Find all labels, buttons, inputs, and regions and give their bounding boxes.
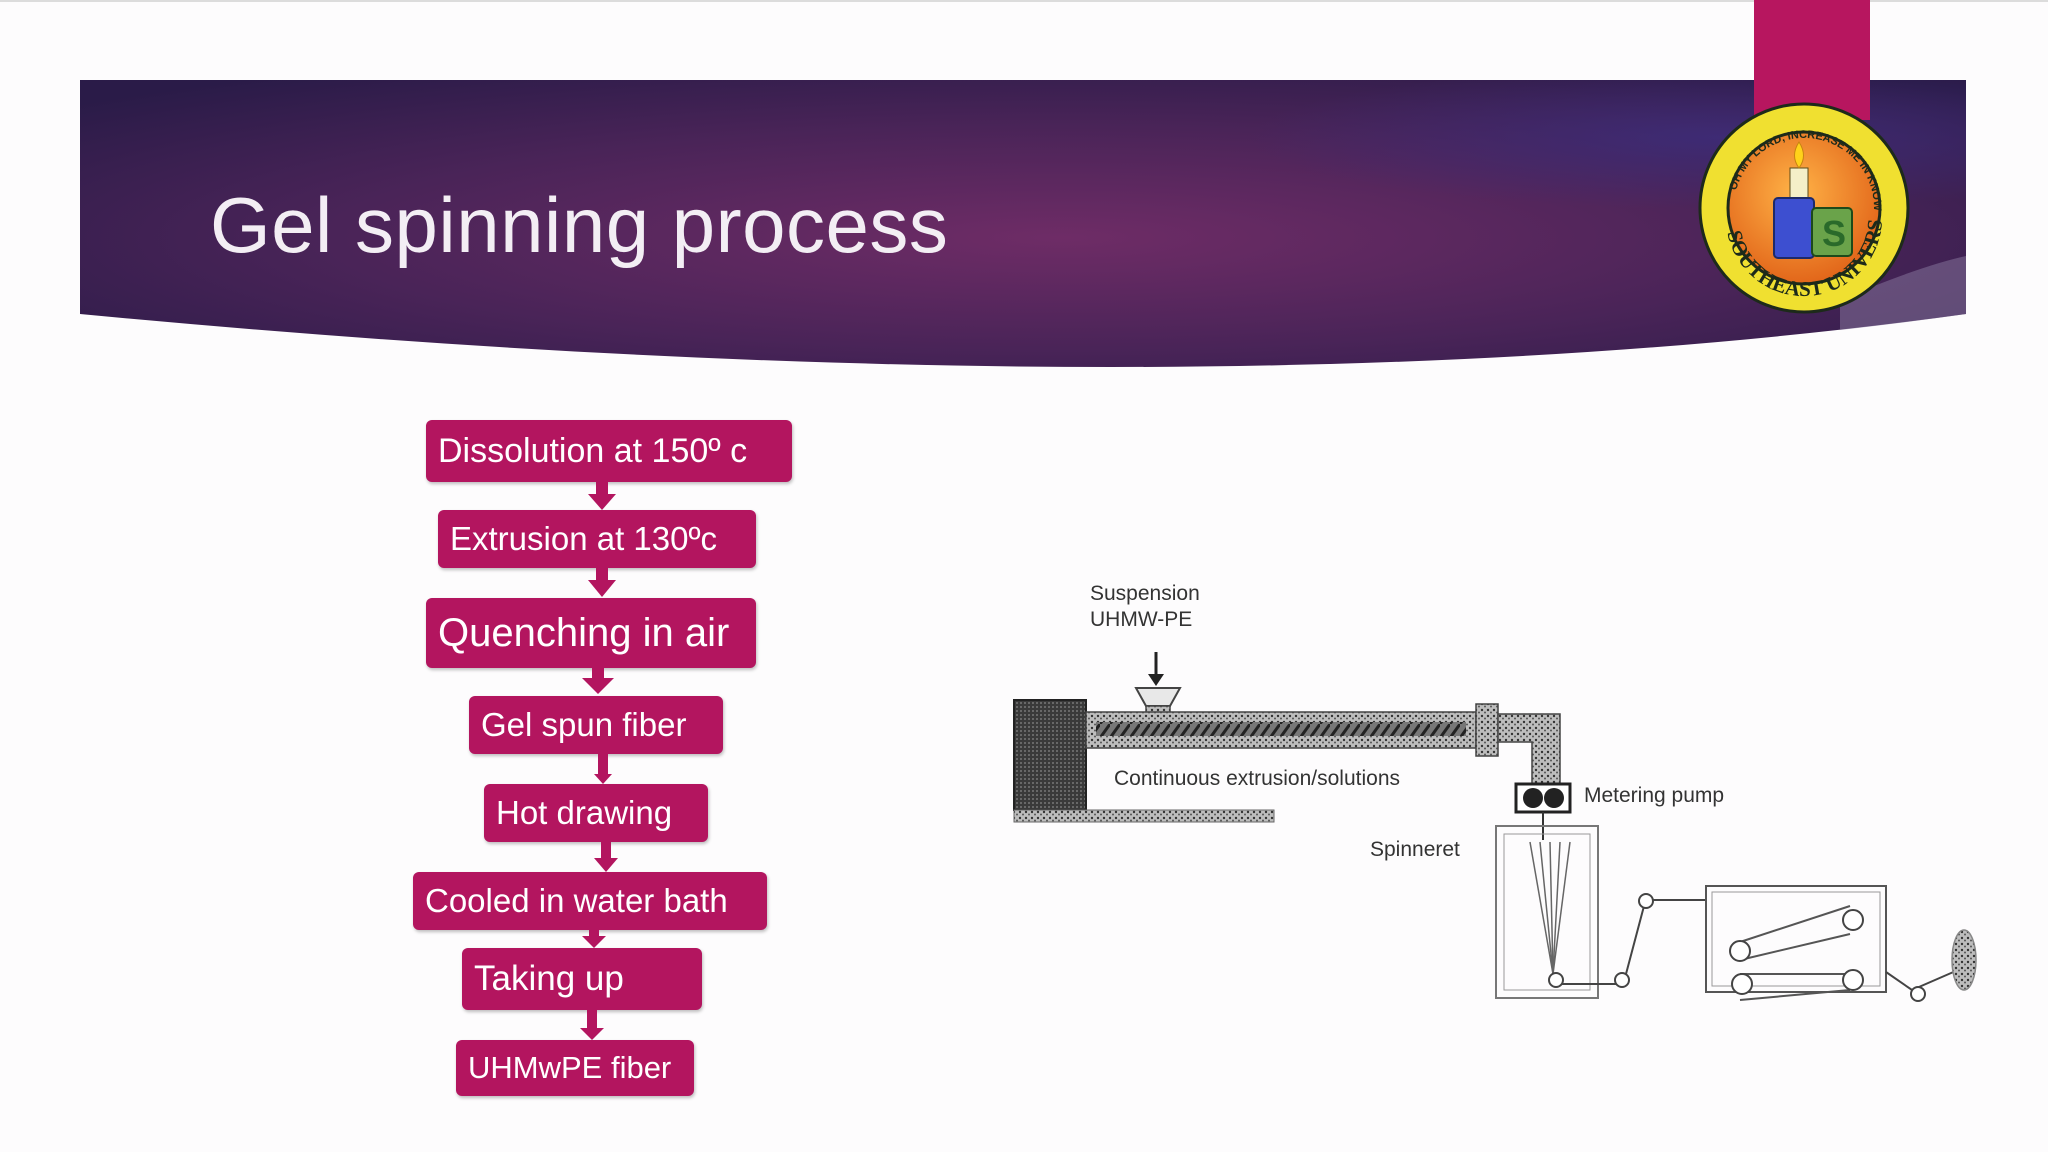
metering-pump-label: Metering pump — [1584, 784, 1724, 807]
arrow-down-icon — [582, 668, 614, 694]
flow-step-quenching: Quenching in air — [426, 598, 756, 668]
top-divider — [0, 0, 2048, 2]
slide-title: Gel spinning process — [210, 181, 949, 269]
flow-step-taking-up: Taking up — [462, 948, 702, 1010]
flow-step-uhmwpe-fiber: UHMwPE fiber — [456, 1040, 694, 1096]
flow-step-dissolution: Dissolution at 150º c — [426, 420, 792, 482]
arrow-down-icon — [588, 568, 616, 597]
arrow-down-icon — [582, 930, 606, 948]
flow-step-hot-drawing: Hot drawing — [484, 784, 708, 842]
arrow-down-icon — [594, 842, 618, 872]
arrow-down-icon — [580, 1010, 604, 1040]
uhmwpe-label: UHMW-PE — [1090, 608, 1192, 631]
flow-step-cooled-water-bath: Cooled in water bath — [413, 872, 767, 930]
gel-spinning-apparatus-diagram: Suspension UHMW-PE Continuous extrusion/… — [1013, 582, 1977, 1002]
svg-text:S: S — [1822, 213, 1846, 254]
spinneret-label: Spinneret — [1370, 838, 1460, 861]
accent-tab — [1754, 0, 1870, 120]
flow-step-gel-spun-fiber: Gel spun fiber — [469, 696, 723, 754]
arrow-down-icon — [594, 754, 612, 784]
university-logo-icon: OH MY LORD, INCREASE ME IN KNOWLEDGE SOU… — [1694, 98, 1910, 314]
title-banner — [80, 80, 1966, 367]
arrow-down-icon — [588, 482, 616, 510]
flow-step-extrusion: Extrusion at 130ºc — [438, 510, 756, 568]
suspension-label: Suspension — [1090, 582, 1200, 605]
extrusion-label: Continuous extrusion/solutions — [1114, 767, 1400, 790]
